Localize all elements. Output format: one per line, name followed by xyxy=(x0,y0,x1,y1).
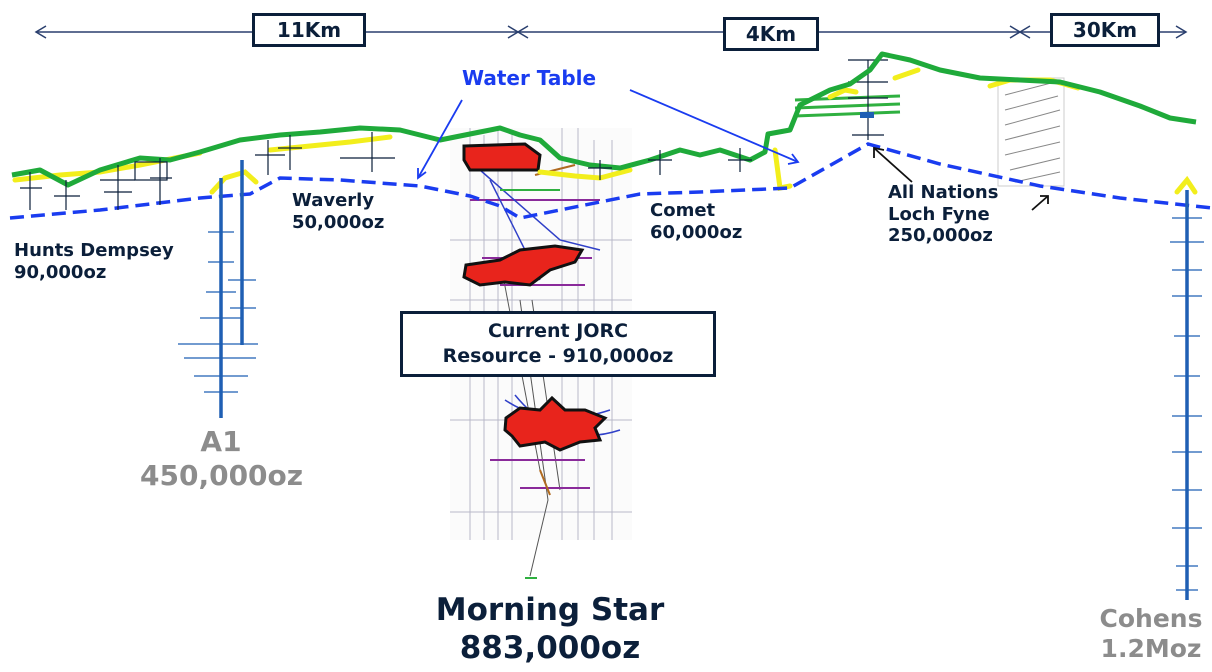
distance-4km: 4Km xyxy=(723,17,819,51)
a1-oz: 450,000oz xyxy=(140,458,304,492)
morning-star-name: Morning Star xyxy=(435,592,665,628)
water-table-label: Water Table xyxy=(462,66,597,90)
middle-orebody xyxy=(462,244,585,287)
cohens-name: Cohens xyxy=(1099,604,1203,633)
morning-star-oz: 883,000oz xyxy=(459,629,641,666)
lower-orebody xyxy=(503,395,608,452)
orebodies xyxy=(462,142,608,452)
comet-name: Comet xyxy=(650,200,716,221)
water-table-line xyxy=(9,142,1212,220)
hunts-dempsey-oz: 90,000oz xyxy=(14,261,107,283)
distance-11km-label: 11Km xyxy=(276,18,342,42)
jorc-resource-box: Current JORC Resource - 910,000oz xyxy=(400,311,716,377)
distance-11km: 11Km xyxy=(252,13,366,47)
jorc-line1: Current JORC xyxy=(487,320,629,343)
all-nations-line1: All Nations xyxy=(888,182,999,203)
waverly-label: Waverly 50,000oz xyxy=(292,190,384,233)
cohens-drillhole-ticks xyxy=(1170,217,1204,591)
comet-oz: 60,000oz xyxy=(650,221,743,243)
a1-drillholes xyxy=(219,160,244,418)
all-nations-oz: 250,000oz xyxy=(888,225,993,247)
all-nations-label: All Nations Loch Fyne 250,000oz xyxy=(888,182,998,247)
distance-4km-label: 4Km xyxy=(745,22,797,46)
morning-star-label: Morning Star 883,000oz xyxy=(420,592,680,668)
cohens-oz: 1.2Moz xyxy=(1100,634,1202,663)
distance-arrows xyxy=(34,25,1188,39)
waverly-name: Waverly xyxy=(292,190,375,211)
a1-label: A1 450,000oz xyxy=(140,425,304,492)
loch-fyne-section xyxy=(997,77,1065,187)
a1-drillhole-ticks xyxy=(178,231,258,393)
all-nations-line2: Loch Fyne xyxy=(888,203,990,225)
cohens-label: Cohens 1.2Moz xyxy=(1096,604,1206,664)
waverly-oz: 50,000oz xyxy=(292,211,385,233)
jorc-line2: Resource - 910,000oz xyxy=(442,345,674,367)
distance-30km: 30Km xyxy=(1050,13,1160,47)
water-table-arrows xyxy=(417,89,800,180)
comet-label: Comet 60,000oz xyxy=(650,200,742,243)
upper-orebody xyxy=(462,142,542,172)
callout-arrows xyxy=(873,146,1049,211)
hunts-dempsey-label: Hunts Dempsey 90,000oz xyxy=(14,240,174,283)
distance-30km-label: 30Km xyxy=(1072,18,1138,42)
hunts-dempsey-name: Hunts Dempsey xyxy=(14,240,174,261)
surface-drillholes xyxy=(20,132,752,210)
a1-name: A1 xyxy=(200,425,242,458)
ground-surface xyxy=(11,51,1197,188)
